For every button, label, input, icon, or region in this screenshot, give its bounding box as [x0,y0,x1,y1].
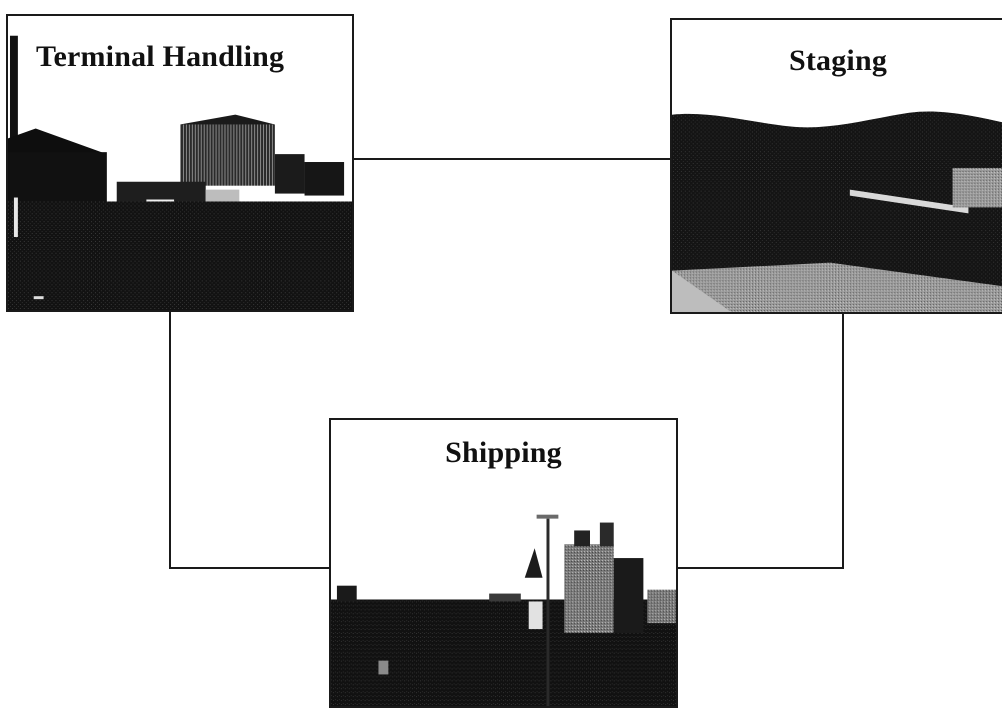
node-staging: Staging [670,18,1002,314]
node-shipping: Shipping [329,418,678,708]
edge-terminal-shipping [170,312,329,568]
node-terminal-handling: Terminal Handling [6,14,354,312]
node-label: Staging [672,44,1002,78]
node-label: Shipping [331,436,676,470]
edge-staging-shipping [678,314,843,568]
node-label: Terminal Handling [36,40,352,74]
